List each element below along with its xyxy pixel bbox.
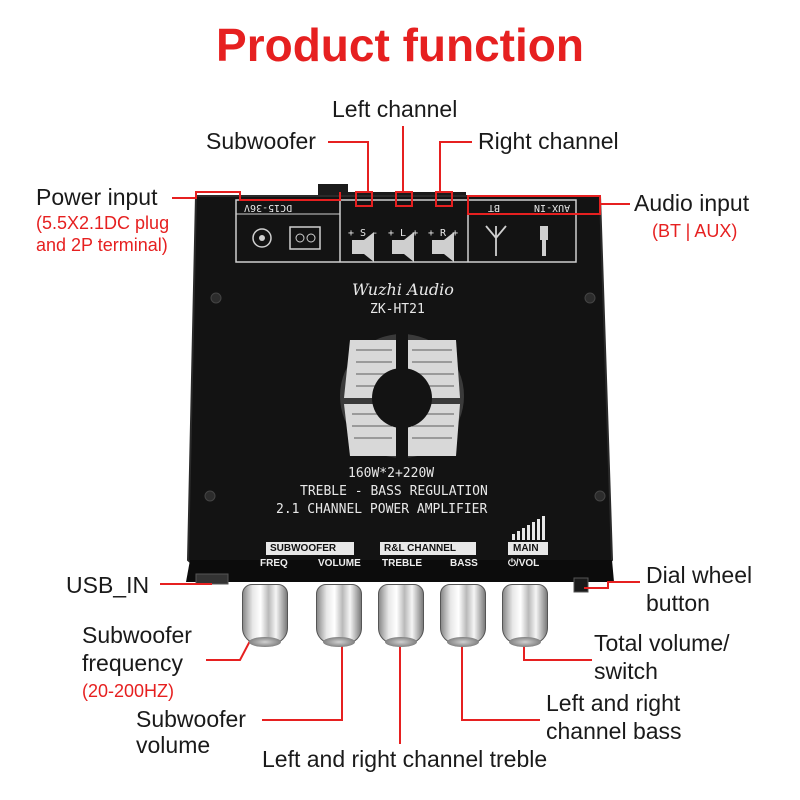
left-channel-label: Left channel	[332, 96, 458, 122]
knob-bass-label: BASS	[450, 558, 478, 569]
dial-wheel-label-2: button	[646, 590, 710, 616]
total-volume-label-1: Total volume/	[594, 630, 730, 656]
subwoofer-frequency-range: (20-200HZ)	[82, 681, 175, 701]
audio-input-label: Audio input	[634, 190, 750, 216]
spec-power: 160W*2+220W	[348, 466, 435, 481]
volume-bars-icon	[512, 516, 545, 540]
subwoofer-volume-knob[interactable]	[316, 584, 362, 647]
power-input-detail-2: and 2P terminal)	[36, 235, 168, 255]
cooling-fan	[340, 330, 464, 466]
lr-bass-label-2: channel bass	[546, 718, 682, 744]
total-volume-label-2: switch	[594, 658, 658, 684]
lr-treble-label: Left and right channel treble	[262, 746, 548, 772]
power-input-detail-1: (5.5X2.1DC plug	[36, 213, 170, 233]
brand-logo: Wuzhi Audio	[352, 280, 454, 299]
subwoofer-frequency-label-1: Subwoofer	[82, 622, 192, 648]
dial-wheel-label-1: Dial wheel	[646, 562, 753, 588]
usb-port	[195, 573, 229, 585]
antenna-icon	[485, 225, 507, 256]
subwoofer-frequency-label-2: frequency	[82, 650, 184, 676]
dc-voltage-label: DC15-36V	[244, 202, 293, 213]
dial-button	[573, 577, 589, 593]
audio-input-detail: (BT | AUX)	[652, 221, 738, 241]
board-screws	[204, 292, 606, 502]
power-input-label: Power input	[36, 184, 158, 210]
dc-jack-icon	[252, 228, 272, 248]
group-rl-label: R&L CHANNEL	[384, 543, 457, 554]
subwoofer-label: Subwoofer	[206, 128, 316, 154]
right-channel-label: Right channel	[478, 128, 619, 154]
knob-treble-label: TREBLE	[382, 558, 422, 569]
knob-vol-label: ⏻/VOL	[508, 558, 540, 569]
lr-bass-label-1: Left and right	[546, 690, 681, 716]
freq-knob[interactable]	[242, 584, 288, 647]
terminal-s-label: + S -	[348, 228, 379, 239]
terminal-r-label: + R +	[428, 228, 459, 239]
power-terminal-icon	[289, 226, 321, 250]
treble-knob[interactable]	[378, 584, 424, 647]
bass-knob[interactable]	[440, 584, 486, 647]
usb-in-label: USB_IN	[66, 572, 150, 598]
speaker-icons	[352, 232, 454, 262]
aux-plug-icon	[540, 226, 548, 240]
subwoofer-volume-label-1: Subwoofer	[136, 706, 246, 732]
group-subwoofer-label: SUBWOOFER	[270, 543, 337, 554]
spec-amplifier: 2.1 CHANNEL POWER AMPLIFIER	[276, 502, 488, 517]
aux-in-label: AUX-IN	[534, 202, 571, 213]
knob-volume-label: VOLUME	[318, 558, 361, 569]
subwoofer-volume-label-2: volume	[136, 732, 211, 758]
model-label: ZK-HT21	[370, 302, 425, 317]
callout-lines	[160, 126, 640, 744]
terminal-l-label: + L +	[388, 228, 419, 239]
group-main-label: MAIN	[513, 543, 539, 554]
main-volume-knob[interactable]	[502, 584, 548, 647]
spec-regulation: TREBLE - BASS REGULATION	[300, 484, 488, 499]
page-title: Product function	[216, 19, 584, 71]
bt-label: BT	[488, 202, 501, 213]
knob-freq-label: FREQ	[260, 558, 288, 569]
